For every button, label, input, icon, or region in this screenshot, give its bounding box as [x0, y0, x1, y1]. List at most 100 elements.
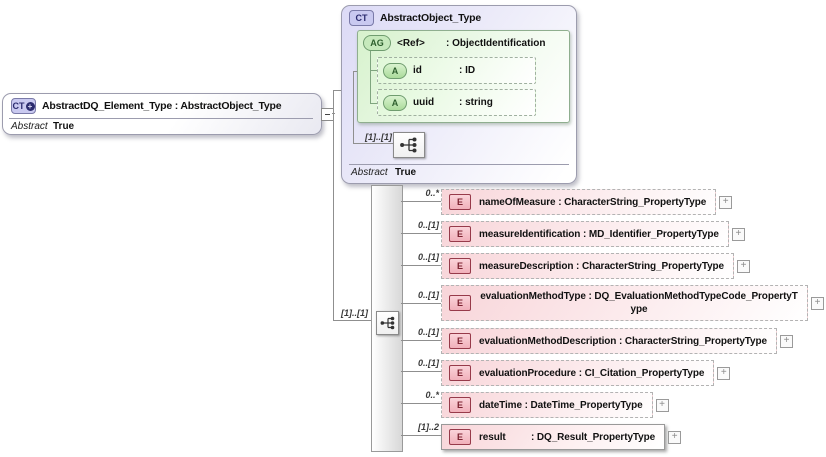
element-row-result[interactable]: E result : DQ_Result_PropertyType +: [441, 424, 682, 450]
attribute-group-box[interactable]: AG <Ref>: ObjectIdentification A id: ID …: [357, 30, 570, 123]
sequence-cardinality-label: [1]..[1]: [341, 308, 368, 318]
tree-line: [353, 71, 354, 144]
element-type: : CharacterString_PropertyType: [558, 196, 707, 208]
expand-button[interactable]: +: [719, 195, 733, 209]
attribute-icon: A: [383, 62, 407, 79]
element-name: measureDescription: [479, 260, 574, 272]
element-type: : CharacterString_PropertyType: [576, 260, 725, 272]
plus-circle-icon: +: [25, 101, 35, 111]
abstract-value: True: [395, 167, 417, 178]
element-icon: E: [449, 333, 471, 349]
element-name: measureIdentification: [479, 228, 581, 240]
cardinality-label: 0..[1]: [417, 290, 439, 300]
expand-button[interactable]: +: [668, 430, 682, 444]
element-box[interactable]: E evaluationMethodType : DQ_EvaluationMe…: [441, 285, 808, 321]
connector-line: [334, 320, 371, 321]
element-row-evaluationProcedure[interactable]: E evaluationProcedure : CI_Citation_Prop…: [441, 360, 731, 386]
cardinality-label: [1]..2: [417, 422, 439, 432]
element-name: evaluationProcedure: [479, 367, 577, 379]
connector-line: [401, 233, 441, 234]
element-icon: E: [449, 194, 471, 210]
element-type: : CharacterString_PropertyType: [619, 335, 767, 347]
tree-line: [353, 71, 358, 72]
attribute-group-name: <Ref>: [397, 37, 425, 49]
connector-line: [401, 340, 441, 341]
attribute-group-icon: AG: [363, 35, 391, 51]
element-name: evaluationMethodDescription: [479, 335, 617, 347]
complex-type-icon: CT: [349, 10, 374, 26]
sequence-compositor-icon[interactable]: [393, 132, 425, 158]
element-icon: E: [449, 397, 471, 413]
abstract-label: Abstract: [11, 121, 48, 132]
element-icon: E: [449, 258, 471, 274]
element-type: : MD_Identifier_PropertyType: [582, 228, 719, 240]
inner-sequence-cardinality-label: [1]..[1]: [365, 132, 392, 142]
element-box[interactable]: E measureDescription : CharacterString_P…: [441, 253, 735, 279]
minus-glyph: [325, 114, 330, 115]
sequence-compositor-icon[interactable]: [376, 311, 399, 335]
tree-line: [370, 51, 371, 104]
element-box[interactable]: E evaluationProcedure : CI_Citation_Prop…: [441, 360, 715, 386]
attribute-group-type: : ObjectIdentification: [446, 37, 546, 49]
element-type: : CI_Citation_PropertyType: [578, 367, 705, 379]
element-icon: E: [449, 295, 471, 311]
cardinality-label: 0..[1]: [417, 358, 439, 368]
element-row-evaluationMethodDescription[interactable]: E evaluationMethodDescription : Characte…: [441, 328, 793, 354]
element-icon: E: [449, 429, 471, 445]
element-box[interactable]: E evaluationMethodDescription : Characte…: [441, 328, 777, 354]
element-name: nameOfMeasure: [479, 196, 556, 208]
abstract-label: Abstract: [351, 167, 388, 178]
cardinality-label: 0..[1]: [417, 327, 439, 337]
cardinality-label: 0..*: [425, 390, 439, 400]
element-name: result: [479, 431, 506, 443]
tree-line: [370, 70, 377, 71]
attribute-name: id: [413, 65, 422, 76]
element-box[interactable]: E measureIdentification : MD_Identifier_…: [441, 221, 729, 247]
attribute-icon: A: [383, 94, 407, 111]
element-box[interactable]: E dateTime : DateTime_PropertyType: [441, 392, 653, 418]
connector-line: [401, 403, 441, 404]
divider: [9, 118, 313, 119]
derived-type-box[interactable]: CT+ AbstractDQ_Element_Type : AbstractOb…: [2, 93, 322, 135]
element-row-measureIdentification[interactable]: E measureIdentification : MD_Identifier_…: [441, 221, 745, 247]
connector-line: [401, 371, 441, 372]
element-name: evaluationMethodType: [480, 291, 586, 302]
element-name: dateTime: [479, 399, 522, 411]
base-type-box[interactable]: CT AbstractObject_Type AG <Ref> : ObjectI…: [341, 5, 577, 184]
expand-button[interactable]: +: [811, 296, 824, 310]
complex-type-global-icon: CT+: [11, 98, 36, 114]
connector-line: [401, 265, 441, 266]
tree-line: [370, 103, 377, 104]
element-box[interactable]: E result : DQ_Result_PropertyType: [441, 424, 666, 450]
cardinality-label: 0..[1]: [417, 252, 439, 262]
tree-line: [353, 143, 393, 144]
element-row-nameOfMeasure[interactable]: E nameOfMeasure : CharacterString_Proper…: [441, 189, 733, 215]
badge-label: CT: [12, 101, 25, 111]
base-type-title: AbstractObject_Type: [380, 12, 482, 24]
element-box[interactable]: E nameOfMeasure : CharacterString_Proper…: [441, 189, 717, 215]
expand-button[interactable]: +: [731, 227, 745, 241]
element-type: : DQ_EvaluationMethodTypeCode_PropertyTy…: [588, 291, 798, 315]
expand-button[interactable]: +: [779, 334, 793, 348]
connector-line: [401, 303, 441, 304]
element-type: : DateTime_PropertyType: [524, 399, 643, 411]
cardinality-label: 0..[1]: [417, 220, 439, 230]
expand-button[interactable]: +: [717, 366, 731, 380]
element-type: : DQ_Result_PropertyType: [531, 431, 656, 443]
element-row-dateTime[interactable]: E dateTime : DateTime_PropertyType +: [441, 392, 669, 418]
expand-button[interactable]: +: [737, 259, 751, 273]
badge-label: CT: [355, 13, 368, 23]
attribute-row-id[interactable]: A id : ID: [377, 57, 536, 84]
expand-button[interactable]: +: [655, 398, 669, 412]
attribute-type: : ID: [459, 65, 476, 76]
element-row-measureDescription[interactable]: E measureDescription : CharacterString_P…: [441, 253, 751, 279]
derived-type-title: AbstractDQ_Element_Type : AbstractObject…: [42, 100, 282, 112]
element-icon: E: [449, 365, 471, 381]
abstract-value: True: [53, 121, 75, 132]
element-row-evaluationMethodType[interactable]: E evaluationMethodType : DQ_EvaluationMe…: [441, 285, 824, 321]
attribute-type: : string: [459, 97, 493, 108]
attribute-row-uuid[interactable]: A uuid: string: [377, 89, 536, 116]
connector-line: [401, 201, 441, 202]
element-icon: E: [449, 226, 471, 242]
